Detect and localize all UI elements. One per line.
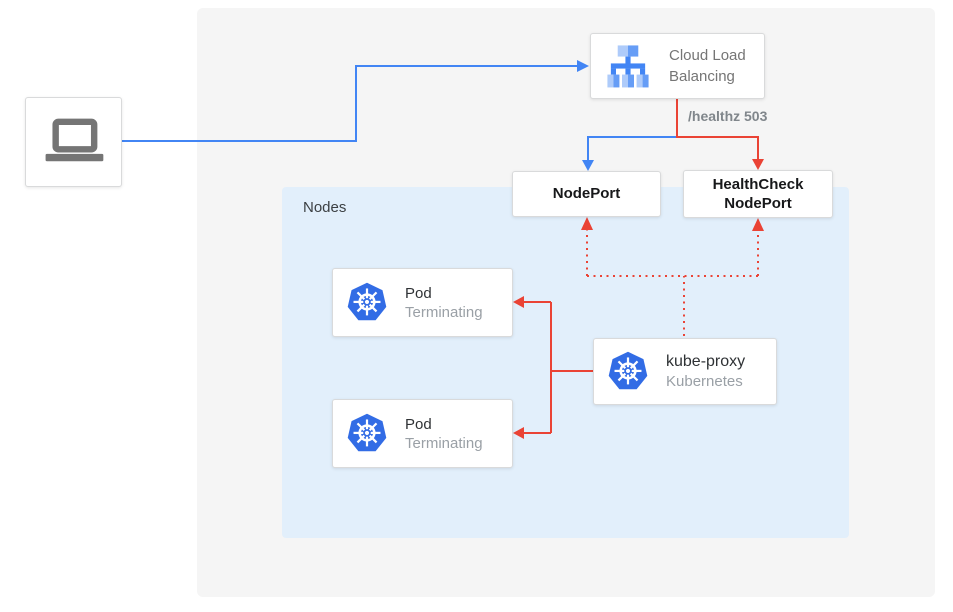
nodeport-card: NodePort — [512, 171, 661, 217]
pod-status: Terminating — [405, 434, 483, 452]
kube-proxy-card: kube-proxy Kubernetes — [593, 338, 777, 405]
client-laptop-card — [25, 97, 122, 187]
laptop-icon — [45, 118, 103, 162]
kubernetes-icon — [347, 413, 387, 452]
cloud-load-balancing-label: Cloud Load Balancing — [669, 47, 746, 85]
cloud-load-balancing-icon — [607, 45, 649, 88]
pod-title: Pod — [405, 415, 432, 433]
cloud-load-balancing-card: Cloud Load Balancing — [590, 33, 765, 99]
pod-1-card: Pod Terminating — [332, 268, 513, 337]
kube-proxy-title: kube-proxy — [666, 353, 746, 370]
healthz-status-label: /healthz 503 — [688, 108, 768, 124]
pod-status: Terminating — [405, 303, 483, 321]
healthcheck-nodeport-label: HealthCheck NodePort — [712, 175, 804, 213]
nodes-group-label: Nodes — [303, 199, 347, 216]
kube-proxy-subtitle: Kubernetes — [666, 373, 743, 390]
healthcheck-nodeport-card: HealthCheck NodePort — [683, 170, 833, 218]
pod-title: Pod — [405, 284, 432, 302]
kubernetes-icon — [347, 282, 387, 321]
nodeport-label: NodePort — [552, 185, 621, 203]
kubernetes-icon — [608, 351, 648, 390]
pod-2-card: Pod Terminating — [332, 399, 513, 468]
